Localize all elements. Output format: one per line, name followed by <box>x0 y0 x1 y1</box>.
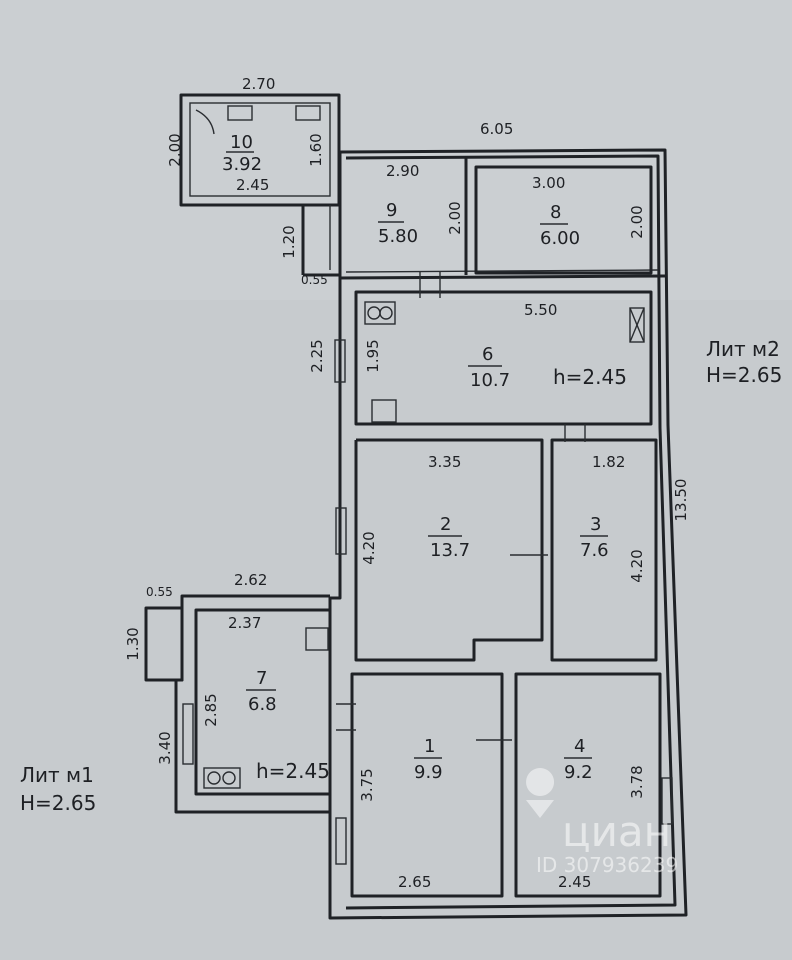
annotations: 2.70 2.00 1.60 2.45 10 3.92 1.20 0.55 6.… <box>20 75 782 891</box>
annex-10-outer <box>179 93 341 207</box>
main-outer-wall <box>328 148 688 920</box>
room-1-area: 9.9 <box>414 762 443 783</box>
paper-highlight <box>0 0 792 300</box>
room-10-area: 3.92 <box>222 154 262 175</box>
room-7-area: 6.8 <box>248 694 277 715</box>
room-3-number: 3 <box>590 514 601 535</box>
dim-room-4-height: 3.78 <box>628 765 646 798</box>
dim-left-annex-width: 2.62 <box>234 571 267 589</box>
room-9-number: 9 <box>386 200 397 221</box>
fixture-icon-room-10 <box>295 105 321 121</box>
dim-room-1-height: 3.75 <box>358 768 376 801</box>
window-room-2 <box>335 507 347 555</box>
sink-icon-room-7 <box>305 627 329 651</box>
left-step-walls <box>144 606 184 682</box>
room-1-walls <box>350 672 504 898</box>
room-7-ceiling: h=2.45 <box>256 759 330 783</box>
room-7-walls <box>194 608 332 796</box>
annex-10-inner <box>189 102 331 197</box>
room-9-area: 5.80 <box>378 226 418 247</box>
dim-left-annex-height: 3.40 <box>156 731 174 764</box>
dim-room-2-width: 3.35 <box>428 453 461 471</box>
dim-annex-step: 0.55 <box>301 273 328 287</box>
window-room-4 <box>661 777 673 825</box>
room-8-number: 8 <box>550 202 561 223</box>
dim-room-2-height: 4.20 <box>360 531 378 564</box>
room-10-number: 10 <box>230 132 253 153</box>
dim-room-8-height: 2.00 <box>628 205 646 238</box>
dim-room-10-height: 1.60 <box>307 133 325 166</box>
dim-annex-side: 2.00 <box>166 133 184 166</box>
dim-left-annex-step: 0.55 <box>146 585 173 599</box>
main-inner-outline <box>345 154 677 910</box>
dim-room-9-width: 2.90 <box>386 162 419 180</box>
watermark: циан ID 307936239 <box>526 768 678 877</box>
room-1-number: 1 <box>424 736 435 757</box>
stove-icon <box>364 301 396 325</box>
stove-icon-room-7 <box>203 767 241 789</box>
window-hall <box>334 339 346 383</box>
room-2-walls <box>354 438 544 662</box>
dim-hall-outer: 2.25 <box>308 339 326 372</box>
stove-7-burner-left <box>207 771 221 785</box>
dim-left-annex-side: 1.30 <box>124 627 142 660</box>
room-6-walls <box>354 290 653 426</box>
stove-7-burner-right <box>222 771 236 785</box>
dim-room-8-width: 3.00 <box>532 174 565 192</box>
room-2-number: 2 <box>440 514 451 535</box>
dim-annex-top: 2.70 <box>242 75 275 93</box>
fixtures <box>182 105 673 865</box>
top-row-divider <box>339 274 666 280</box>
room-4-walls <box>514 672 662 898</box>
dim-room-4-width: 2.45 <box>558 873 591 891</box>
dim-room-3-width: 1.82 <box>592 453 625 471</box>
dim-annex-lower: 1.20 <box>280 225 298 258</box>
watermark-id: ID 307936239 <box>536 853 678 877</box>
room-2-area: 13.7 <box>430 540 470 561</box>
walls <box>144 93 688 920</box>
window-room-1 <box>335 817 347 865</box>
sink-icon-room-10 <box>227 105 253 121</box>
boiler-icon <box>629 307 645 343</box>
watermark-brand: циан <box>562 807 671 856</box>
room-8-walls <box>474 165 653 275</box>
room-7-number: 7 <box>256 668 267 689</box>
room-3-area: 7.6 <box>580 540 609 561</box>
dim-room-6-width: 5.50 <box>524 301 557 319</box>
room-6-area: 10.7 <box>470 370 510 391</box>
door-swing-room-10 <box>195 109 215 135</box>
dim-overall-width: 6.05 <box>480 120 513 138</box>
lit-m1-name: Лит м1 <box>20 763 94 787</box>
dim-room-9-height: 2.00 <box>446 201 464 234</box>
room-3-walls <box>550 438 658 662</box>
stove-burner-right <box>379 306 393 320</box>
lit-m1-height: H=2.65 <box>20 791 96 815</box>
room-4-area: 9.2 <box>564 762 593 783</box>
boiler-cross-b <box>629 307 645 343</box>
dim-room-7-height: 2.85 <box>202 693 220 726</box>
lit-m2-name: Лит м2 <box>706 337 780 361</box>
dim-overall-length: 13.50 <box>672 479 690 522</box>
room-6-ceiling: h=2.45 <box>553 365 627 389</box>
room-6-number: 6 <box>482 344 493 365</box>
top-row-divider-inner <box>345 269 659 273</box>
location-pin-icon <box>526 768 555 818</box>
sink-icon <box>371 399 397 423</box>
dim-room-10-width: 2.45 <box>236 176 269 194</box>
dim-room-6-height: 1.95 <box>364 339 382 372</box>
lit-m2-height: H=2.65 <box>706 363 782 387</box>
window-room-7 <box>182 703 194 765</box>
dim-room-3-height: 4.20 <box>628 549 646 582</box>
room-8-area: 6.00 <box>540 228 580 249</box>
dim-room-1-width: 2.65 <box>398 873 431 891</box>
dim-room-7-width: 2.37 <box>228 614 261 632</box>
room-4-number: 4 <box>574 736 585 757</box>
